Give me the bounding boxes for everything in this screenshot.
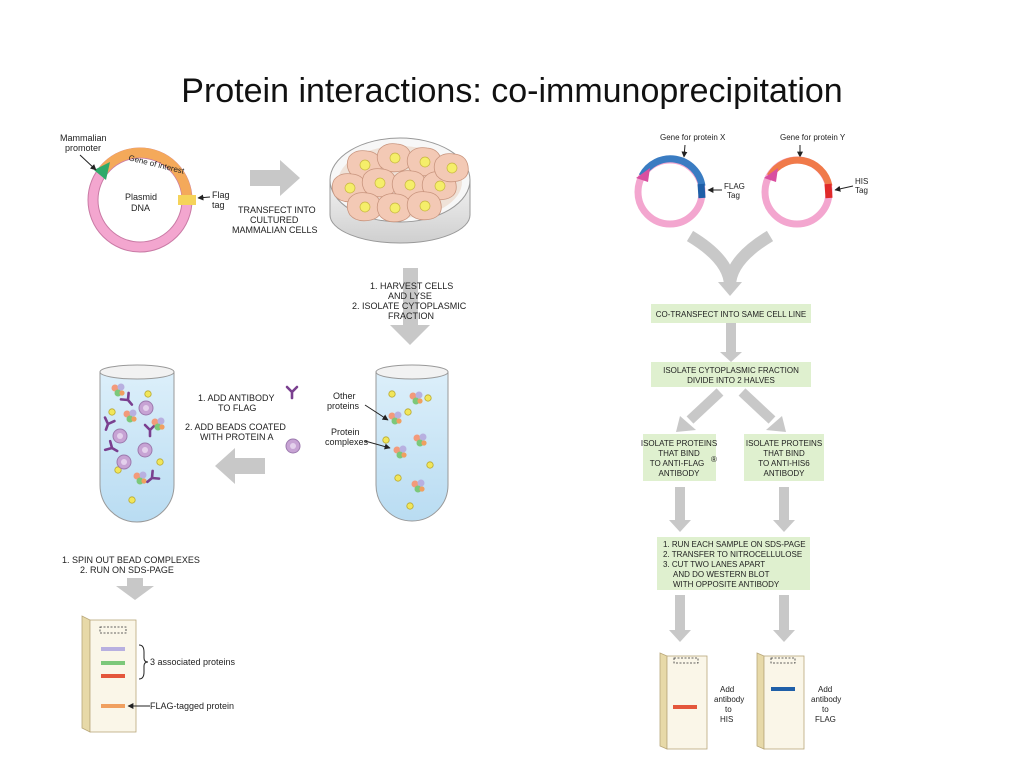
gel-his bbox=[659, 652, 708, 750]
label-right-run_steps-2: 3. CUT TWO LANES APART bbox=[663, 560, 765, 569]
label-right-run_steps-1: 2. TRANSFER TO NITROCELLULOSE bbox=[663, 550, 802, 559]
label-right-gene_x: Gene for protein X bbox=[660, 133, 726, 142]
label-right-bind_flag-1: THAT BIND bbox=[658, 449, 700, 458]
label-left-add_antibody-1: TO FLAG bbox=[218, 403, 256, 413]
label-right-add_his-3: HIS bbox=[720, 715, 733, 724]
label-left-add_beads-1: WITH PROTEIN A bbox=[200, 432, 274, 442]
label-right-add_flag-1: antibody bbox=[811, 695, 841, 704]
label-left-transfect-2: MAMMALIAN CELLS bbox=[232, 225, 318, 235]
label-left-other_proteins-1: proteins bbox=[327, 401, 360, 411]
gel-flag bbox=[756, 652, 805, 750]
gel-left bbox=[81, 615, 137, 733]
ip-tube bbox=[99, 364, 175, 523]
label-left-add_antibody-0: 1. ADD ANTIBODY bbox=[198, 393, 275, 403]
antibody-icon bbox=[285, 385, 299, 400]
plasmid-diagram bbox=[87, 147, 196, 253]
arrow-right-icon bbox=[250, 160, 300, 196]
label-right-gene_y: Gene for protein Y bbox=[780, 133, 846, 142]
label-left-harvest-3: FRACTION bbox=[388, 311, 434, 321]
merge-arrows-icon bbox=[686, 230, 774, 287]
label-right-his_tag-1: Tag bbox=[855, 186, 868, 195]
label-right-bind_his-0: ISOLATE PROTEINS bbox=[746, 439, 822, 448]
label-left-mammalian_promoter-1: promoter bbox=[65, 143, 101, 153]
step-bind-flag bbox=[643, 434, 716, 481]
label-left-spin_out-1: 2. RUN ON SDS-PAGE bbox=[80, 565, 174, 575]
label-left-harvest-1: AND LYSE bbox=[388, 291, 432, 301]
label-right-bind_his-1: THAT BIND bbox=[763, 449, 805, 458]
gel-band-orange bbox=[101, 704, 125, 708]
gel-band-blue bbox=[771, 687, 795, 691]
label-right-add_his-1: antibody bbox=[714, 695, 744, 704]
gel-band-green bbox=[101, 661, 125, 665]
gene-of-interest-segment bbox=[97, 147, 193, 201]
label-left-harvest-0: 1. HARVEST CELLS bbox=[370, 281, 453, 291]
bracket-icon bbox=[138, 644, 149, 680]
label-left-plasmid_dna-1: DNA bbox=[131, 203, 150, 213]
label-right-bind_flag-3: ANTIBODY bbox=[659, 469, 701, 478]
gel-band-red-right bbox=[673, 705, 697, 709]
label-left-harvest-2: 2. ISOLATE CYTOPLASMIC bbox=[352, 301, 467, 311]
label-left-flag_tag-1: tag bbox=[212, 200, 225, 210]
lysate-tube bbox=[375, 364, 449, 522]
label-right-registered: ® bbox=[711, 455, 717, 464]
promoter-arrow-icon bbox=[94, 162, 110, 180]
arrow-down-icon-2 bbox=[116, 578, 154, 600]
plasmid-x bbox=[634, 155, 706, 228]
label-right-add_flag-2: to bbox=[822, 705, 829, 714]
label-right-add_flag-0: Add bbox=[818, 685, 832, 694]
gel-band-red bbox=[101, 674, 125, 678]
label-right-isolate-0: ISOLATE CYTOPLASMIC FRACTION bbox=[663, 366, 799, 375]
arrow-left-icon bbox=[215, 448, 265, 484]
label-left-other_proteins-0: Other bbox=[333, 391, 356, 401]
label-left-plasmid_dna-0: Plasmid bbox=[125, 192, 157, 202]
label-right-add_flag-3: FLAG bbox=[815, 715, 836, 724]
label-left-add_beads-0: 2. ADD BEADS COATED bbox=[185, 422, 286, 432]
label-right-isolate-1: DIVIDE INTO 2 HALVES bbox=[687, 376, 775, 385]
label-right-bind_flag-0: ISOLATE PROTEINS bbox=[641, 439, 717, 448]
label-left-flag_tag-0: Flag bbox=[212, 190, 230, 200]
label-left-flag_tagged: FLAG-tagged protein bbox=[150, 701, 234, 711]
label-right-bind_flag-2: TO ANTI-FLAG bbox=[650, 459, 705, 468]
label-right-run_steps-0: 1. RUN EACH SAMPLE ON SDS-PAGE bbox=[663, 540, 806, 549]
arrow-down-icon bbox=[390, 268, 430, 345]
label-left-protein_complexes-1: complexes bbox=[325, 437, 369, 447]
label-right-flag_tag-0: FLAG bbox=[724, 182, 745, 191]
step-cotransfect bbox=[651, 304, 811, 323]
label-right-bind_his-3: ANTIBODY bbox=[764, 469, 806, 478]
plasmid-y bbox=[761, 156, 833, 228]
petri-dish bbox=[329, 137, 471, 244]
label-right-cotransfect: CO-TRANSFECT INTO SAME CELL LINE bbox=[656, 310, 807, 319]
step-bind-his bbox=[744, 434, 824, 481]
label-left-mammalian_promoter-0: Mammalian bbox=[60, 133, 107, 143]
label-right-add_his-2: to bbox=[725, 705, 732, 714]
bead-icon bbox=[285, 438, 301, 454]
gel-band-lavender bbox=[101, 647, 125, 651]
label-right-his_tag-0: HIS bbox=[855, 177, 868, 186]
label-left-protein_complexes-0: Protein bbox=[331, 427, 360, 437]
label-left-associated: 3 associated proteins bbox=[150, 657, 236, 667]
slide-title: Protein interactions: co-immunoprecipita… bbox=[181, 72, 843, 110]
step-isolate bbox=[651, 362, 811, 387]
label-right-bind_his-2: TO ANTI-HIS6 bbox=[758, 459, 810, 468]
label-left-spin_out-0: 1. SPIN OUT BEAD COMPLEXES bbox=[62, 555, 200, 565]
label-left-transfect-0: TRANSFECT INTO bbox=[238, 205, 316, 215]
label-right-run_steps-4: WITH OPPOSITE ANTIBODY bbox=[673, 580, 780, 589]
label-right-run_steps-3: AND DO WESTERN BLOT bbox=[673, 570, 770, 579]
label-right-flag_tag-1: Tag bbox=[727, 191, 740, 200]
label-left-transfect-1: CULTURED bbox=[250, 215, 299, 225]
step-run-each bbox=[657, 537, 810, 590]
label-right-add_his-0: Add bbox=[720, 685, 734, 694]
